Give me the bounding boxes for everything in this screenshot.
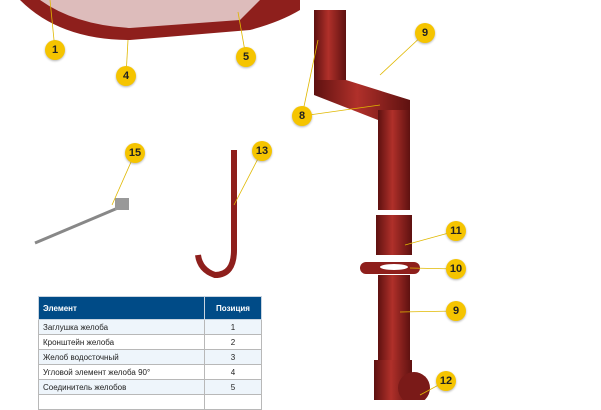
table-header: Элемент Позиция — [38, 296, 262, 320]
column-element: Элемент — [38, 296, 205, 320]
cell-pos: 3 — [204, 349, 262, 365]
downpipe — [314, 10, 430, 400]
label-badge: 9 — [446, 301, 466, 321]
label-badge: 1 — [45, 40, 65, 60]
label-badge: 11 — [446, 221, 466, 241]
cell-pos: 2 — [204, 334, 262, 350]
label-badge: 10 — [446, 259, 466, 279]
label-badge: 5 — [236, 47, 256, 67]
cell-name: Заглушка желоба — [38, 319, 205, 335]
cell-pos: 5 — [204, 379, 262, 395]
gutter-system-illustration — [20, 0, 457, 400]
cell-pos — [204, 394, 262, 410]
cell-name: Желоб водосточный — [38, 349, 205, 365]
label-badge: 4 — [116, 66, 136, 86]
cell-name: Угловой элемент желоба 90° — [38, 364, 205, 380]
column-position: Позиция — [204, 296, 262, 320]
cell-name: Соединитель желобов — [38, 379, 205, 395]
table-row: Угловой элемент желоба 90°4 — [38, 364, 262, 380]
label-badge: 8 — [292, 106, 312, 126]
label-badge: 9 — [415, 23, 435, 43]
hook-bracket — [195, 150, 237, 279]
screw — [34, 198, 129, 245]
cell-name — [38, 394, 205, 410]
label-badge: 12 — [436, 371, 456, 391]
cell-name: Кронштейн желоба — [38, 334, 205, 350]
label-badge: 15 — [125, 143, 145, 163]
table-row — [38, 394, 262, 410]
cell-pos: 4 — [204, 364, 262, 380]
gutter — [20, 0, 300, 40]
label-badge: 13 — [252, 141, 272, 161]
cell-pos: 1 — [204, 319, 262, 335]
